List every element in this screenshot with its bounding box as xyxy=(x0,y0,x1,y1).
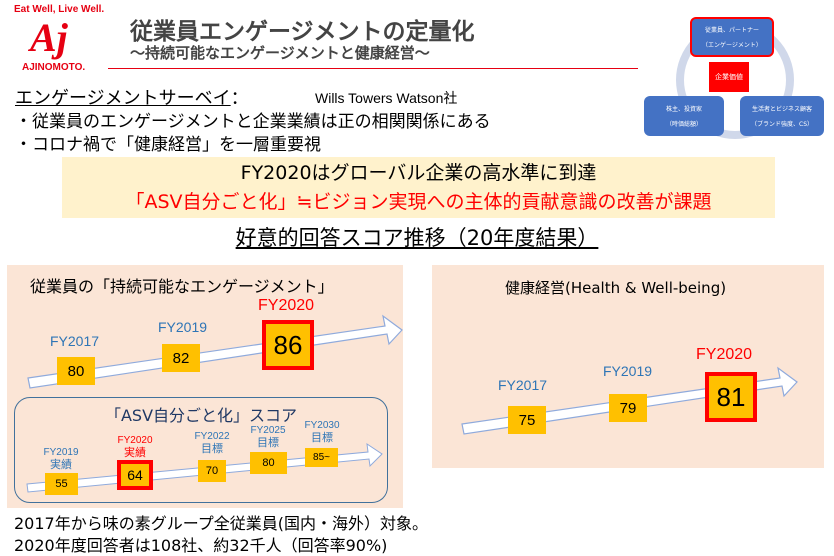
engagement-title: 従業員の「持続可能なエンゲージメント」 xyxy=(30,277,334,296)
asv-year: FY2020 xyxy=(117,435,153,446)
engagement-score: 80 xyxy=(57,357,95,385)
value-cycle-diagram: 従業員、パートナー （エンゲージメント） 企業価値 株主、投資家 （時価総額） 生活… xyxy=(640,10,830,140)
asv-kind: 目標 xyxy=(311,431,333,444)
asv-kind: 目標 xyxy=(257,436,279,449)
node-text: 株主、投資家 xyxy=(665,106,702,113)
asv-year: FY2022 xyxy=(194,431,230,442)
survey-colon: ： xyxy=(230,88,249,109)
diagram-employees-node: 従業員、パートナー （エンゲージメント） xyxy=(690,17,774,57)
asv-year: FY2030 xyxy=(304,420,340,431)
health-score: 75 xyxy=(508,406,546,434)
health-score-highlight: 81 xyxy=(705,372,757,422)
survey-label-text: エンゲージメントサーベイ xyxy=(15,88,231,109)
survey-vendor: Wills Towers Watson社 xyxy=(315,90,458,106)
banner-line2: 「ASV自分ごと化」≒ビジョン実現への主体的貢献意識の改善が課題 xyxy=(125,191,712,213)
diagram-center-node: 企業価値 xyxy=(709,62,749,92)
asv-title: 「ASV自分ごと化」スコア xyxy=(104,406,298,425)
health-year-label: FY2020 xyxy=(696,346,753,363)
asv-year: FY2019 xyxy=(43,447,79,458)
ajinomoto-logo-mark: Aj xyxy=(30,15,68,60)
survey-label: エンゲージメントサーベイ： xyxy=(15,84,249,110)
logo-tagline: Eat Well, Live Well. xyxy=(14,4,105,15)
section-heading-text: 好意的回答スコア推移（20年度結果） xyxy=(235,226,599,250)
page-title: 従業員エンゲージメントの定量化 xyxy=(130,19,475,45)
node-text: （ブランド強度、CS） xyxy=(751,121,813,128)
asv-score: 70 xyxy=(198,460,226,482)
health-year-label: FY2019 xyxy=(603,363,653,379)
diagram-consumers-node: 生活者とビジネス顧客 （ブランド強度、CS） xyxy=(740,96,824,136)
health-title: 健康経営(Health & Well-being) xyxy=(505,279,727,297)
asv-kind: 実績 xyxy=(124,446,146,459)
banner-line1: FY2020はグローバル企業の高水準に到達 xyxy=(240,162,597,184)
section-heading: 好意的回答スコア推移（20年度結果） xyxy=(0,222,834,252)
title-rule xyxy=(108,68,638,69)
node-text: （時価総額） xyxy=(665,121,702,128)
engagement-score-highlight: 86 xyxy=(262,320,314,370)
asv-score: 80 xyxy=(250,452,287,474)
highlight-banner: FY2020はグローバル企業の高水準に到達 「ASV自分ごと化」≒ビジョン実現へ… xyxy=(62,157,775,218)
asv-score-highlight: 64 xyxy=(117,460,153,490)
engagement-year-label: FY2020 xyxy=(258,297,315,314)
health-score: 79 xyxy=(609,394,647,422)
page-subtitle: ～持続可能なエンゲージメントと健康経営～ xyxy=(130,44,430,62)
asv-year: FY2025 xyxy=(250,425,286,436)
footnote: 2020年度回答者は108社、約32千人（回答率90%) xyxy=(14,536,388,555)
engagement-score: 82 xyxy=(162,344,200,372)
footnote: 2017年から味の素グループ全従業員(国内・海外）対象。 xyxy=(14,514,429,533)
node-text: 従業員、パートナー xyxy=(704,27,759,34)
engagement-year-label: FY2019 xyxy=(158,319,208,335)
asv-kind: 実績 xyxy=(50,458,72,471)
health-year-label: FY2017 xyxy=(498,377,548,393)
asv-kind: 目標 xyxy=(201,442,223,455)
asv-box xyxy=(14,397,388,503)
bullet: ・コロナ禍で「健康経営」を一層重要視 xyxy=(15,135,321,155)
asv-score: 55 xyxy=(45,473,78,495)
node-text: （エンゲージメント） xyxy=(702,42,762,49)
engagement-year-label: FY2017 xyxy=(50,333,100,349)
logo-name: AJINOMOTO. xyxy=(22,62,86,73)
diagram-shareholders-node: 株主、投資家 （時価総額） xyxy=(644,96,724,136)
asv-score: 85~ xyxy=(305,448,338,467)
node-text: 生活者とビジネス顧客 xyxy=(751,106,812,113)
bullet: ・従業員のエンゲージメントと企業業績は正の相関関係にある xyxy=(15,112,491,132)
